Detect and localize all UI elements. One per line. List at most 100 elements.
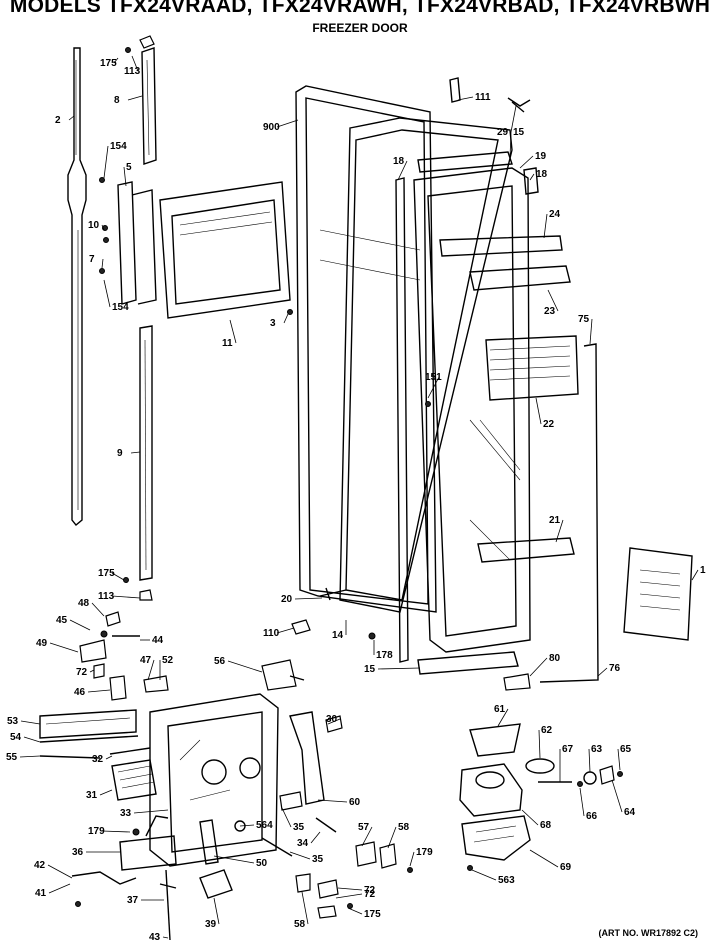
callout-label-2: 2	[55, 115, 61, 126]
actuator-48-45-44	[100, 611, 140, 638]
grille-31	[111, 759, 157, 801]
callout-label-58: 58	[294, 919, 306, 930]
callout-label-29: 29	[497, 127, 509, 138]
paddle-39	[199, 869, 233, 899]
callout-leader-175	[347, 907, 363, 915]
callout-leader-66	[579, 787, 585, 817]
lever-60	[289, 711, 325, 805]
callout-label-56: 56	[214, 656, 226, 667]
callout-label-61: 61	[494, 704, 506, 715]
callout-label-60: 60	[349, 797, 361, 808]
part-72-left	[93, 663, 105, 679]
callout-label-37: 37	[127, 895, 139, 906]
callout-leader-9	[130, 451, 141, 454]
callout-label-33: 33	[120, 808, 132, 819]
parts-58-72-175	[295, 873, 353, 919]
callout-label-1: 1	[700, 565, 706, 576]
cap-15-top	[417, 151, 513, 173]
dispenser-frame-11	[159, 181, 293, 319]
lever-41-42	[71, 871, 137, 907]
bracket-36	[119, 815, 177, 871]
callout-label-76: 76	[609, 663, 621, 674]
callout-label-69: 69	[560, 862, 572, 873]
callout-label-113: 113	[124, 66, 141, 77]
art-number: (ART NO. WR17892 C2)	[598, 928, 698, 938]
callout-leader-175	[111, 572, 125, 581]
callout-leader-24	[543, 213, 548, 239]
parts-57-58	[355, 841, 413, 873]
callout-label-111: 111	[475, 92, 491, 103]
callout-leader-22	[535, 397, 542, 425]
callout-leader-47	[147, 659, 155, 681]
callout-label-15: 15	[513, 127, 525, 138]
callout-leader-154	[103, 145, 109, 179]
callout-label-19: 19	[535, 151, 547, 162]
callout-leader-76	[597, 667, 608, 677]
trim-strip-9	[139, 325, 153, 581]
cup-61	[469, 723, 521, 757]
callout-label-66: 66	[586, 811, 598, 822]
callout-label-32: 32	[92, 754, 104, 765]
callout-leader-64	[611, 779, 623, 813]
part-178	[368, 632, 376, 640]
callout-label-21: 21	[549, 515, 561, 526]
callout-label-43: 43	[149, 932, 161, 943]
callout-label-48: 48	[78, 598, 90, 609]
handle-5	[99, 177, 157, 305]
plate-32	[109, 747, 151, 755]
rod-75-76	[425, 343, 599, 683]
hinge-pin-20	[319, 587, 347, 601]
callout-label-22: 22	[543, 419, 555, 430]
callout-leader-80	[529, 657, 548, 677]
callout-label-35: 35	[312, 854, 324, 865]
door-outer-panel-900	[295, 85, 437, 613]
callout-label-54: 54	[10, 732, 22, 743]
callout-leader-2	[68, 115, 75, 121]
spring-46-47	[143, 675, 169, 693]
callout-leader-900	[276, 119, 299, 128]
callout-leader-563	[471, 869, 497, 881]
callout-label-44: 44	[152, 635, 164, 646]
callout-label-7: 7	[89, 254, 95, 265]
callout-label-50: 50	[256, 858, 268, 869]
callout-label-80: 80	[549, 653, 561, 664]
callout-leader-57	[361, 826, 373, 847]
callout-leader-564	[239, 824, 255, 827]
part-179-left	[132, 828, 140, 836]
callout-label-154: 154	[112, 302, 129, 313]
callout-leader-65	[617, 748, 621, 771]
callout-label-9: 9	[117, 448, 123, 459]
callout-leader-49	[49, 642, 79, 653]
callout-leader-33	[133, 809, 169, 814]
callout-leader-45	[69, 619, 91, 631]
callout-leader-60	[317, 799, 348, 803]
housing-33	[149, 693, 279, 867]
callout-leader-3	[283, 313, 289, 324]
callout-label-35: 35	[293, 822, 305, 833]
callout-label-110: 110	[263, 628, 280, 639]
callout-label-178: 178	[376, 650, 393, 661]
callout-leader-154	[103, 279, 111, 308]
callout-label-62: 62	[541, 725, 553, 736]
callout-label-113: 113	[98, 591, 115, 602]
callout-leader-20	[294, 597, 323, 600]
callout-label-30: 30	[326, 714, 338, 725]
callout-leader-72	[337, 887, 363, 891]
callout-leader-23	[547, 289, 559, 312]
callout-label-41: 41	[35, 888, 47, 899]
callout-label-8: 8	[114, 95, 120, 106]
callout-leader-39	[213, 897, 220, 925]
callout-leader-110	[276, 627, 295, 634]
callout-leader-10	[101, 224, 105, 231]
callout-label-68: 68	[540, 820, 552, 831]
callout-label-175: 175	[364, 909, 381, 920]
callout-label-563: 563	[498, 875, 515, 886]
bracket-50-564	[199, 819, 219, 865]
instruction-card-1	[623, 547, 693, 641]
callout-label-72: 72	[76, 667, 88, 678]
cap-15-bottom	[417, 651, 519, 675]
callout-label-175: 175	[100, 58, 117, 69]
page-subtitle: FREEZER DOOR	[312, 21, 408, 35]
trim-strip-2	[67, 47, 87, 526]
callout-leader-35	[289, 851, 311, 860]
